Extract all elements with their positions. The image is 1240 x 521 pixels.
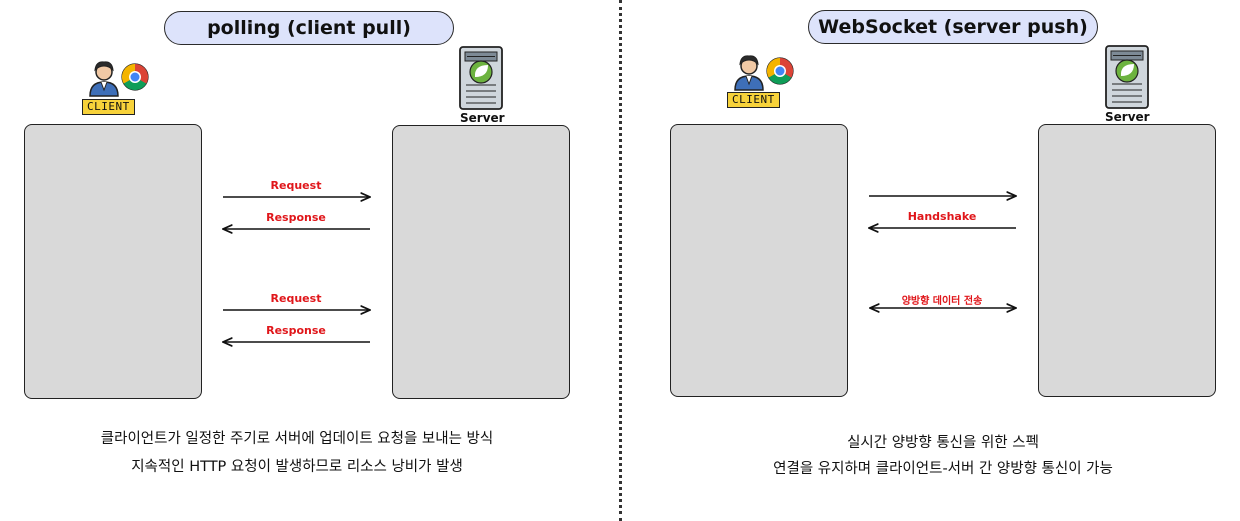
handshake-label: Handshake bbox=[907, 210, 977, 223]
client-box bbox=[670, 124, 848, 397]
request-label: Request bbox=[270, 292, 322, 305]
response-label: Response bbox=[266, 211, 326, 224]
chrome-icon bbox=[766, 57, 794, 85]
response-label: Response bbox=[266, 324, 326, 337]
client-person-icon bbox=[89, 61, 119, 97]
client-badge: CLIENT bbox=[727, 92, 780, 108]
bidirectional-label: 양방향 데이터 전송 bbox=[901, 296, 983, 307]
websocket-caption-line-2: 연결을 유지하며 클라이언트-서버 간 양방향 통신이 가능 bbox=[773, 461, 1113, 477]
server-box bbox=[1038, 124, 1216, 397]
polling-arrows bbox=[0, 0, 620, 521]
server-icon bbox=[1105, 45, 1149, 109]
section-divider bbox=[619, 0, 622, 521]
server-label: Server bbox=[1105, 110, 1150, 124]
websocket-caption-line-1: 실시간 양방향 통신을 위한 스펙 bbox=[847, 435, 1039, 451]
websocket-title: WebSocket (server push) bbox=[808, 10, 1098, 44]
polling-title: polling (client pull) bbox=[164, 11, 454, 45]
client-box bbox=[24, 124, 202, 399]
client-badge: CLIENT bbox=[82, 99, 135, 115]
polling-caption-line-1: 클라이언트가 일정한 주기로 서버에 업데이트 요청을 보내는 방식 bbox=[100, 431, 494, 447]
websocket-arrows bbox=[620, 0, 1240, 521]
server-label: Server bbox=[460, 111, 505, 125]
client-person-icon bbox=[734, 55, 764, 91]
chrome-icon bbox=[121, 63, 149, 91]
request-label: Request bbox=[270, 179, 322, 192]
server-icon bbox=[459, 46, 503, 110]
server-box bbox=[392, 125, 570, 399]
polling-caption-line-2: 지속적인 HTTP 요청이 발생하므로 리소스 낭비가 발생 bbox=[131, 459, 463, 475]
